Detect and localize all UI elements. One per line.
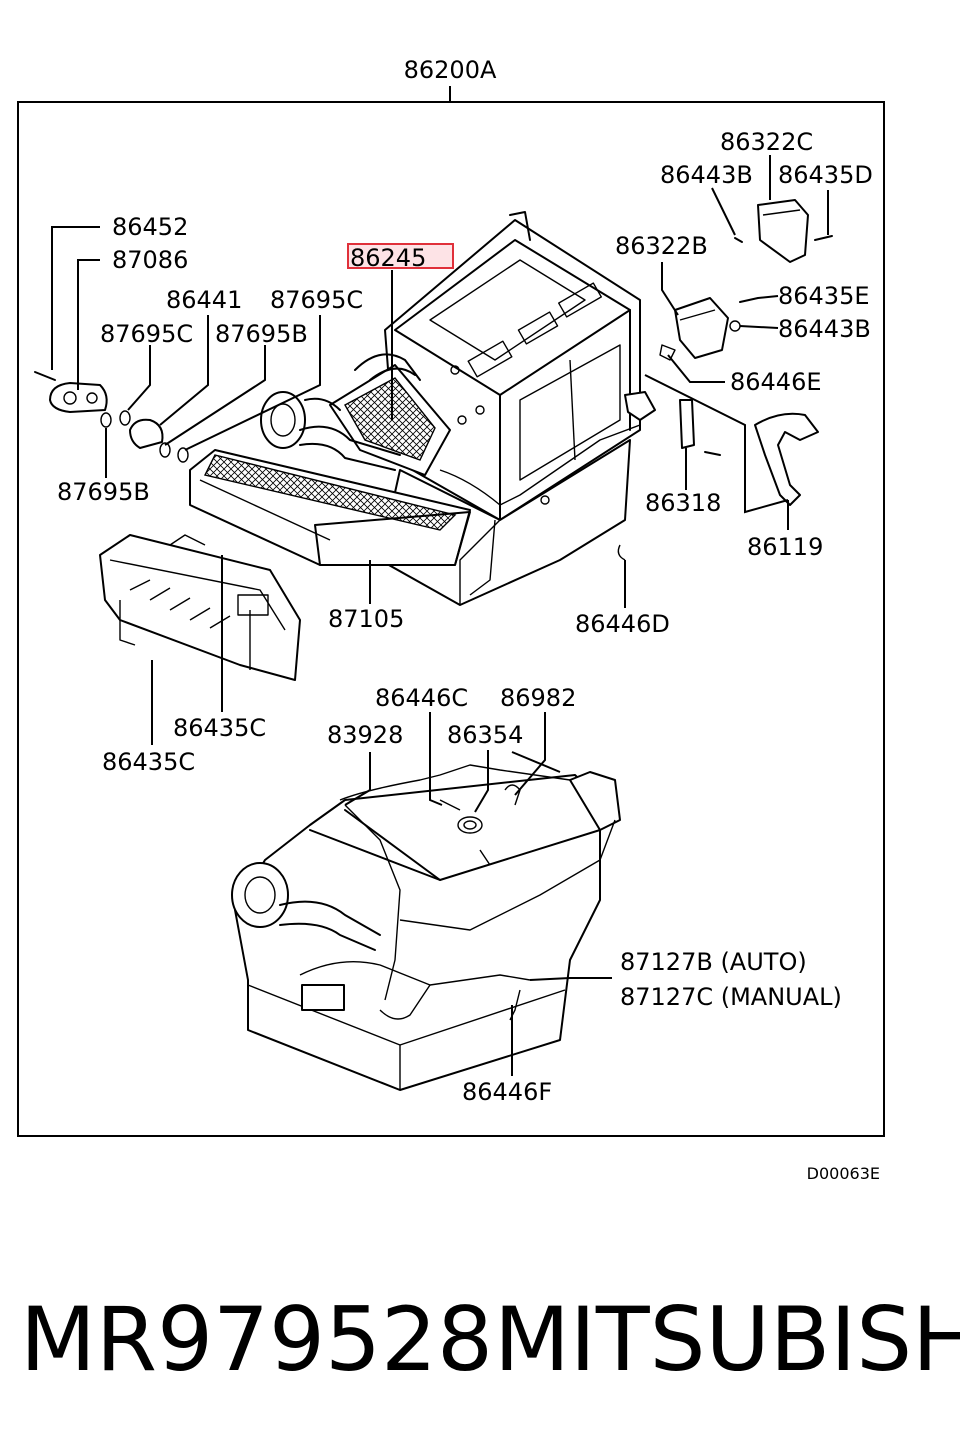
expansion-valve-parts — [34, 371, 189, 463]
label-86354[interactable]: 86354 — [447, 721, 523, 749]
label-86446e[interactable]: 86446E — [730, 368, 822, 396]
figure-code: D00063E — [807, 1164, 880, 1183]
label-86982[interactable]: 86982 — [500, 684, 576, 712]
label-86245[interactable]: 86245 — [350, 244, 426, 272]
label-86435d[interactable]: 86435D — [778, 161, 873, 189]
frame-label: 86200A — [404, 56, 497, 84]
part-number: MR979528 — [20, 1288, 493, 1391]
label-87127b-auto[interactable]: 87127B (AUTO) — [620, 948, 807, 976]
label-86435c-upper[interactable]: 86435C — [173, 714, 266, 742]
label-86446d[interactable]: 86446D — [575, 610, 670, 638]
label-87695c-right[interactable]: 87695C — [270, 286, 363, 314]
label-87695b-left[interactable]: 87695B — [57, 478, 150, 506]
callout-labels: 86245 86452 87086 86441 87695C 87695C 87… — [57, 128, 873, 1106]
footer: MR979528 MITSUBISHI — [0, 1285, 960, 1395]
label-87695b-right[interactable]: 87695B — [215, 320, 308, 348]
label-86443b-top[interactable]: 86443B — [660, 161, 753, 189]
label-86435e[interactable]: 86435E — [778, 282, 870, 310]
label-83928[interactable]: 83928 — [327, 721, 403, 749]
label-86452[interactable]: 86452 — [112, 213, 188, 241]
air-filter-duct — [189, 449, 471, 566]
blower-pipes — [260, 391, 401, 471]
label-87086[interactable]: 87086 — [112, 246, 188, 274]
label-87105[interactable]: 87105 — [328, 605, 404, 633]
label-86322b[interactable]: 86322B — [615, 232, 708, 260]
brand-name: MITSUBISHI — [494, 1288, 960, 1391]
highlight-box — [347, 243, 454, 269]
label-86441[interactable]: 86441 — [166, 286, 242, 314]
heater-unit-lower — [231, 764, 621, 1091]
label-86318[interactable]: 86318 — [645, 489, 721, 517]
actuator-parts — [617, 199, 833, 561]
label-87695c-left[interactable]: 87695C — [100, 320, 193, 348]
leader-lines — [51, 155, 829, 1076]
heater-core — [329, 353, 451, 476]
label-87127c-manual[interactable]: 87127C (MANUAL) — [620, 983, 842, 1011]
label-86119[interactable]: 86119 — [747, 533, 823, 561]
label-86435c-lower[interactable]: 86435C — [102, 748, 195, 776]
label-86446f[interactable]: 86446F — [462, 1078, 552, 1106]
label-86322c[interactable]: 86322C — [720, 128, 813, 156]
lower-left-bracket — [99, 534, 301, 681]
label-86443b-right[interactable]: 86443B — [778, 315, 871, 343]
label-86446c[interactable]: 86446C — [375, 684, 468, 712]
